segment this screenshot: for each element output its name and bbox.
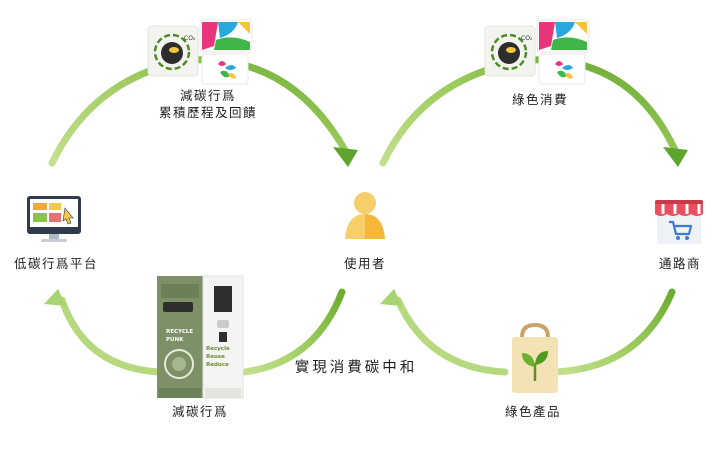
computer-platform-icon	[27, 196, 81, 242]
machine-brand-line1: RECYCLE	[166, 329, 193, 335]
user-icon	[345, 192, 385, 239]
colorful-card-icon	[536, 19, 590, 53]
co2-text: CO₂	[521, 35, 533, 42]
label-green-consumption: 綠色消費	[512, 92, 568, 107]
carbon-badge-icon: CO₂	[484, 25, 536, 77]
label-retailer: 通路商	[659, 256, 701, 271]
machine-slogan-3: Reduce	[206, 362, 229, 368]
recycling-machine-icon	[157, 275, 244, 399]
label-user: 使用者	[344, 256, 386, 271]
carbon-badge-icon: CO₂	[147, 25, 199, 77]
center-caption: 實現消費碳中和	[295, 358, 418, 376]
carbon-record-icons: CO₂	[147, 19, 253, 85]
label-carbon-record-line1: 減碳行爲	[180, 88, 236, 103]
arrow-retailer-to-products	[551, 288, 676, 376]
arrow-user-to-retailer	[379, 56, 688, 167]
label-carbon-record-line2: 累積歷程及回饋	[159, 105, 257, 120]
arrow-machine-to-platform	[44, 289, 164, 376]
green-consumption-icons: CO₂	[484, 19, 590, 85]
machine-brand-line2: PUNK	[166, 337, 184, 343]
arrow-user-to-machine	[241, 288, 346, 376]
store-icon	[655, 200, 703, 244]
leaf-logo-icon	[201, 53, 249, 85]
co2-text: CO₂	[184, 35, 196, 42]
machine-slogan-2: Reuse	[206, 354, 225, 360]
machine-slogan-1: Recycle	[206, 346, 230, 352]
label-green-products: 綠色產品	[505, 404, 561, 419]
eco-bag-icon	[512, 322, 558, 393]
leaf-logo-icon	[538, 53, 586, 85]
label-carbon-reduction-action: 減碳行爲	[172, 404, 228, 419]
label-low-carbon-platform: 低碳行爲平台	[14, 256, 98, 271]
arrow-products-to-user	[380, 289, 509, 376]
colorful-card-icon	[199, 19, 253, 53]
